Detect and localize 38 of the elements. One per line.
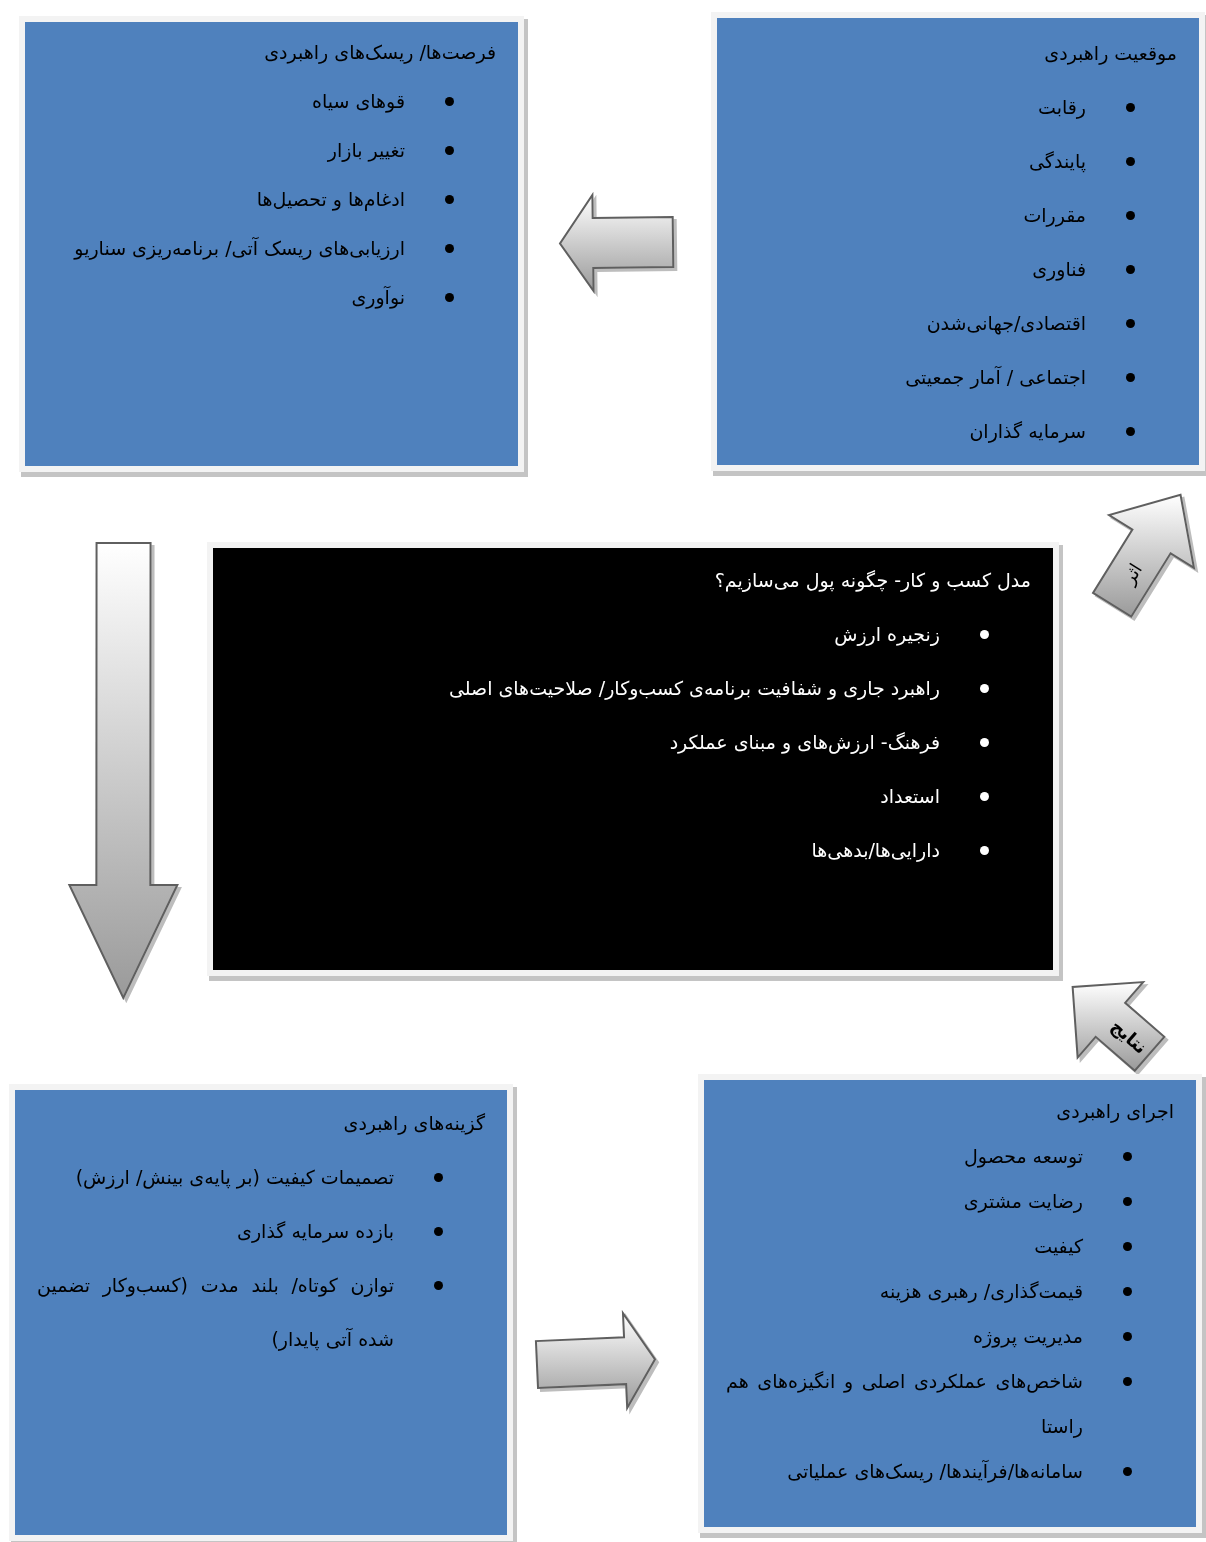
list-item-text: رضایت مشتری — [962, 1188, 1083, 1215]
block-arrow — [67, 541, 179, 1001]
block-arrow — [534, 1309, 657, 1412]
list-item-text: توسعه محصول — [963, 1143, 1083, 1170]
edge-label: اثر — [1117, 559, 1146, 588]
list-item-text: فناوری — [1031, 257, 1086, 283]
list-item-text: قیمت‌گذاری/ رهبری هزینه — [878, 1278, 1083, 1305]
edge-label: نتایج — [1107, 1015, 1152, 1059]
list-item-text: زنجیره ارزش — [833, 622, 940, 648]
list-item-text: تغییر بازار — [326, 137, 405, 164]
panel-heading: فرصت‌ها/ ریسک‌های راهبردی — [263, 39, 496, 66]
list-item-text: نوآوری — [350, 284, 405, 311]
list-item-text: مقررات — [1022, 203, 1086, 229]
list-item-text: راهبرد جاری و شفافیت برنامه‌ی کسب‌وکار/ صلاحیت‌های اصلی — [447, 676, 940, 702]
list-item-text: فرهنگ- ارزش‌های و مبنای عملکرد — [668, 730, 940, 756]
list-item-text: پایندگی — [1028, 149, 1086, 175]
list-item-text: اقتصادی/جهانی‌شدن — [925, 311, 1086, 337]
list-item-text: ارزیابی‌های ریسک آتی/ برنامه‌ریزی سناریو — [72, 235, 405, 262]
block-arrow — [1091, 493, 1196, 619]
block-arrow — [558, 191, 675, 295]
list-item-text: سرمایه گذاران — [968, 419, 1086, 445]
list-item-text: شاخص‌های عملکردی اصلی و انگیزه‌های هم راستا — [726, 1368, 1083, 1440]
list-item-text: توازن کوتاه/ بلند مدت (کسب‌وکار تضمین شده آتی پایدار) — [37, 1273, 394, 1353]
panel-heading: موقعیت راهبردی — [1043, 41, 1177, 67]
list-item-text: کیفیت — [1033, 1233, 1083, 1259]
list-item-text: استعداد — [879, 784, 940, 809]
list-item-text: بازده سرمایه گذاری — [236, 1219, 394, 1245]
list-item-text: رقابت — [1037, 95, 1086, 121]
list-item-text: دارایی‌ها/بدهی‌ها — [810, 838, 940, 864]
list-item-text: تصمیمات کیفیت (بر پایه‌ی بینش/ ارزش) — [74, 1165, 394, 1191]
list-item-text: سامانه‌ها/فرآیندها/ ریسک‌های عملیاتی — [786, 1458, 1083, 1485]
list-item-text: ادغام‌ها و تحصیل‌ها — [255, 186, 405, 213]
list-item-text: اجتماعی / آمار جمعیتی — [904, 365, 1086, 391]
panel-heading: مدل کسب و کار- چگونه پول می‌سازیم؟ — [713, 568, 1031, 594]
panel-heading: گزینه‌های راهبردی — [342, 1111, 485, 1137]
list-item-text: قوهای سیاه — [311, 88, 405, 115]
panel-heading: اجرای راهبردی — [1055, 1098, 1174, 1125]
list-item-text: مدیریت پروژه — [972, 1323, 1083, 1350]
